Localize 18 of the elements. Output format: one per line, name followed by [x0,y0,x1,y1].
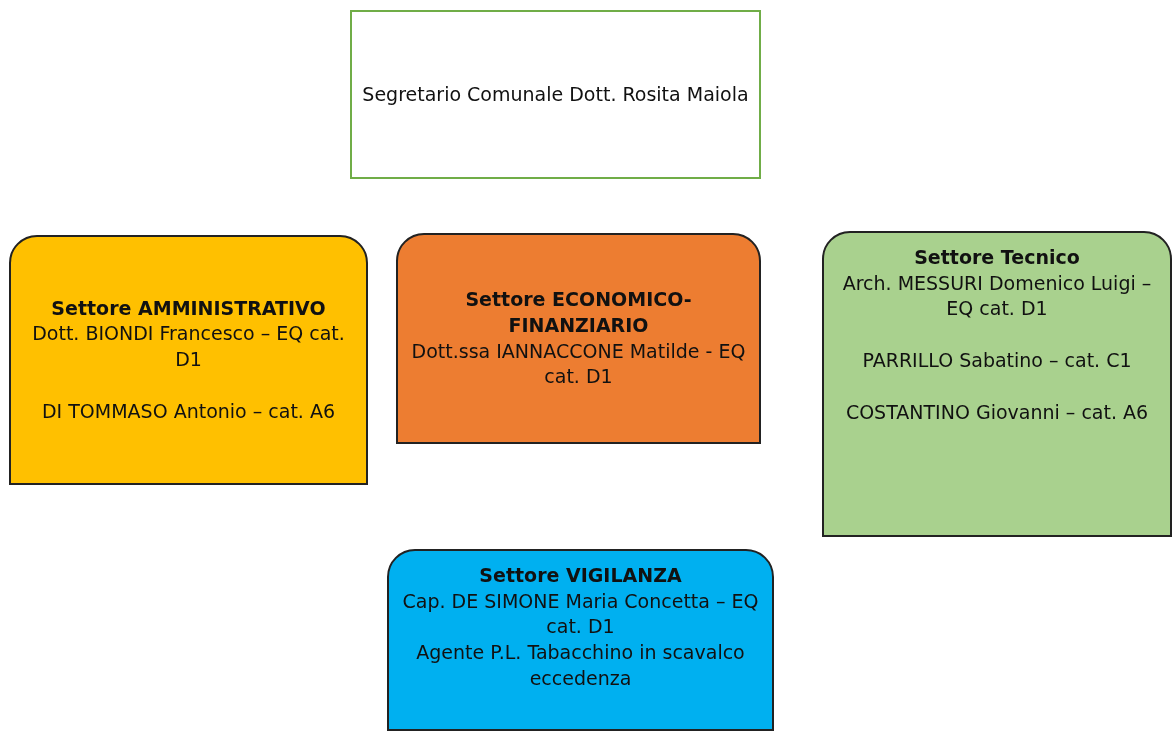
department-box [822,231,1172,537]
staff-text: Dott. BIONDI Francesco – EQ cat. D1 [31,321,346,372]
department-box [387,549,774,731]
department-title: Settore AMMINISTRATIVO [51,295,326,321]
department-title: Settore ECONOMICO-FINANZIARIO [464,287,693,338]
staff-text: DI TOMMASO Antonio – cat. A6 [42,398,335,424]
staff-text: Agente P.L. Tabacchino in scavalco eccedenza [415,639,746,691]
department-box [396,233,761,444]
department-title: Settore Tecnico [914,245,1080,270]
staff-text: Dott.ssa IANNACCONE Matilde - EQ cat. D1 [410,338,747,390]
department-box [9,235,368,485]
staff-text: Segretario Comunale Dott. Rosita Maiola [362,81,749,107]
staff-text: COSTANTINO Giovanni – cat. A6 [845,399,1149,425]
staff-text: Cap. DE SIMONE Maria Concetta – EQ cat. D1 [401,588,760,640]
staff-text: Arch. MESSURI Domenico Luigi – EQ cat. D1 [841,270,1153,322]
department-title: Settore VIGILANZA [479,563,682,588]
staff-text: PARRILLO Sabatino – cat. C1 [862,347,1132,373]
role-box [350,10,761,179]
